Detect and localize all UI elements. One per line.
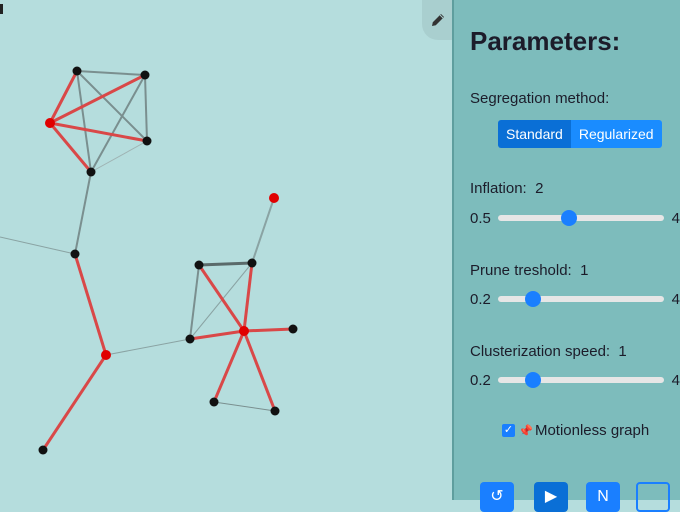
prune-label: Prune treshold: 1 bbox=[470, 262, 589, 279]
graph-edge bbox=[76, 70, 148, 142]
segregation-label: Segregation method: bbox=[470, 90, 610, 107]
graph-node-center[interactable] bbox=[239, 326, 249, 336]
prune-max: 4 bbox=[671, 290, 680, 308]
graph-node[interactable] bbox=[185, 334, 195, 344]
speed-label: Clusterization speed: 1 bbox=[470, 343, 627, 360]
file-button[interactable] bbox=[636, 482, 670, 512]
inflation-label: Inflation: 2 bbox=[470, 180, 544, 197]
graph-edge bbox=[49, 73, 146, 125]
prune-value: 1 bbox=[580, 262, 589, 279]
graph-edge bbox=[73, 253, 108, 356]
play-icon: ▶ bbox=[544, 488, 558, 505]
graph-node[interactable] bbox=[38, 445, 48, 455]
graph-node[interactable] bbox=[247, 258, 257, 268]
next-button[interactable]: N bbox=[586, 482, 620, 512]
graph-edge bbox=[144, 74, 148, 142]
graph-edge bbox=[76, 70, 146, 76]
speed-thumb[interactable] bbox=[524, 372, 541, 388]
graph-edge bbox=[48, 122, 93, 173]
speed-value: 1 bbox=[618, 343, 627, 360]
motionless-graph-option[interactable]: ✓ 📌 Motionless graph bbox=[502, 422, 649, 439]
graph-node-center[interactable] bbox=[45, 118, 55, 128]
pencil-icon bbox=[432, 14, 444, 26]
graph-node[interactable] bbox=[72, 66, 82, 76]
undo-icon: ↺ bbox=[490, 488, 504, 505]
graph-node[interactable] bbox=[209, 397, 219, 407]
segregation-method-toggle: Standard Regularized bbox=[498, 120, 662, 148]
graph-edge bbox=[198, 261, 253, 267]
graph-edge bbox=[90, 74, 146, 173]
graph-node[interactable] bbox=[86, 167, 96, 177]
graph-canvas[interactable] bbox=[0, 0, 454, 500]
prune-min: 0.2 bbox=[470, 290, 491, 308]
prune-track[interactable] bbox=[497, 291, 664, 307]
corner-mark bbox=[0, 4, 3, 14]
next-icon: N bbox=[597, 488, 609, 505]
graph-edge bbox=[0, 236, 76, 255]
graph-node-center[interactable] bbox=[101, 350, 111, 360]
speed-max: 4 bbox=[671, 371, 680, 389]
prune-thumb[interactable] bbox=[524, 291, 541, 307]
graph-node[interactable] bbox=[288, 324, 298, 334]
inflation-thumb[interactable] bbox=[561, 210, 578, 226]
graph-edge bbox=[243, 327, 294, 333]
play-button[interactable]: ▶ bbox=[534, 482, 568, 512]
graph-edge bbox=[49, 121, 148, 143]
graph-edge bbox=[242, 262, 254, 332]
graph-node[interactable] bbox=[140, 70, 150, 80]
graph-edge bbox=[251, 197, 275, 264]
graph-node[interactable] bbox=[70, 249, 80, 259]
inflation-slider[interactable]: 0.5 4 bbox=[470, 208, 680, 228]
graph-node[interactable] bbox=[142, 136, 152, 146]
graph-edge bbox=[189, 329, 245, 341]
edit-button[interactable] bbox=[422, 0, 454, 40]
graph-edge bbox=[76, 70, 92, 173]
inflation-max: 4 bbox=[671, 209, 680, 227]
graph-edge bbox=[212, 330, 246, 403]
regularized-button[interactable]: Regularized bbox=[570, 120, 662, 148]
prune-slider[interactable]: 0.2 4 bbox=[470, 289, 680, 309]
graph-edge bbox=[74, 171, 92, 255]
motionless-label: Motionless graph bbox=[534, 422, 650, 439]
graph-edge bbox=[105, 338, 191, 356]
inflation-track[interactable] bbox=[497, 210, 664, 226]
inflation-min: 0.5 bbox=[470, 209, 491, 227]
speed-track[interactable] bbox=[497, 372, 664, 388]
undo-button[interactable]: ↺ bbox=[480, 482, 514, 512]
graph-node[interactable] bbox=[194, 260, 204, 270]
pin-icon: 📌 bbox=[518, 423, 533, 438]
speed-min: 0.2 bbox=[470, 371, 491, 389]
graph-node[interactable] bbox=[270, 406, 280, 416]
graph-node-center[interactable] bbox=[269, 193, 279, 203]
speed-slider[interactable]: 0.2 4 bbox=[470, 370, 680, 390]
inflation-value: 2 bbox=[535, 180, 544, 197]
graph-edge bbox=[90, 140, 148, 173]
graph-edge bbox=[189, 262, 253, 340]
graph-edge bbox=[213, 401, 276, 412]
graph-edge bbox=[197, 264, 246, 332]
parameters-panel: Parameters: Segregation method: Standard… bbox=[452, 0, 680, 512]
graph-edge bbox=[242, 330, 277, 412]
motionless-checkbox[interactable]: ✓ bbox=[502, 424, 515, 437]
graph-edge bbox=[48, 70, 79, 124]
panel-title: Parameters: bbox=[470, 26, 621, 56]
standard-button[interactable]: Standard bbox=[498, 120, 571, 148]
graph-edge bbox=[189, 264, 200, 340]
graph-edge bbox=[41, 354, 108, 451]
